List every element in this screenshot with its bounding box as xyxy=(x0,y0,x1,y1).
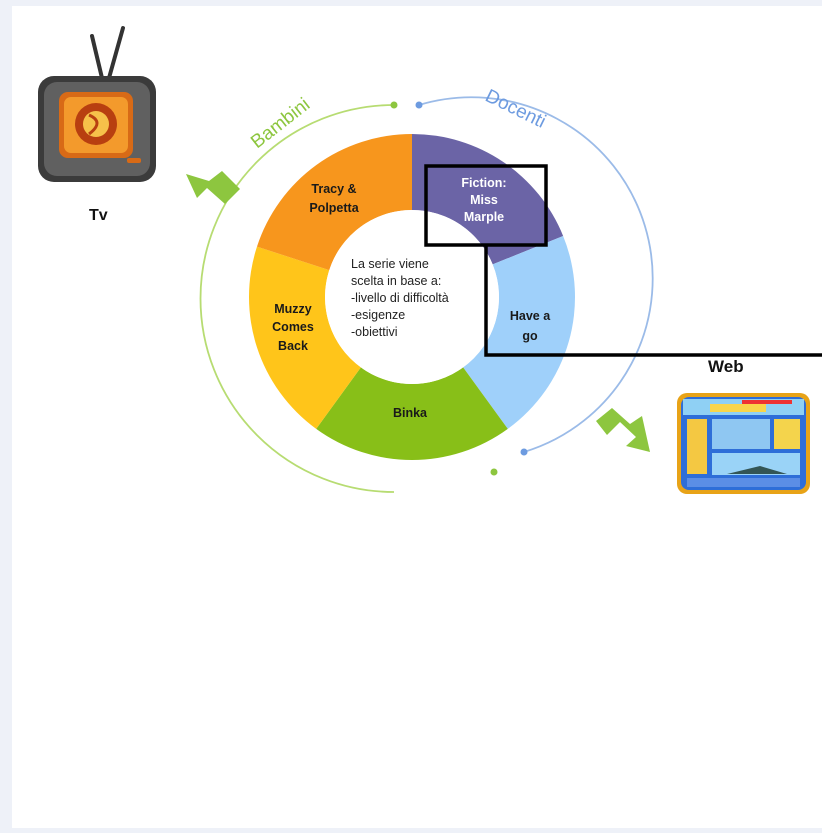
bambini-arc xyxy=(199,104,395,493)
bambini-arc-dot-top xyxy=(390,101,398,109)
web-thumbnail-icon xyxy=(677,393,810,494)
segment-label-tracy-1: Tracy & xyxy=(311,182,356,196)
segment-muzzy xyxy=(248,246,361,429)
center-line-2: scelta in base a: xyxy=(351,274,441,288)
segment-label-muzzy-2: Comes xyxy=(272,320,314,334)
docenti-label: Docenti xyxy=(482,86,549,133)
center-line-4: -esigenze xyxy=(351,308,405,322)
web-label: Web xyxy=(708,357,744,376)
segment-label-fiction-3: Marple xyxy=(464,210,504,224)
segment-label-have-a-go-1: Have a xyxy=(510,309,551,323)
segments-ring xyxy=(248,134,575,460)
arrow-to-web xyxy=(596,408,650,452)
highlight-line xyxy=(484,245,822,357)
diagram-canvas: Bambini Docenti La serie viene scelta in… xyxy=(38,26,822,494)
center-line-1: La serie viene xyxy=(351,257,429,271)
segment-tracy xyxy=(256,134,412,271)
bambini-arc-dot-bottom xyxy=(490,468,498,476)
docenti-arc-dot-bottom xyxy=(520,448,528,456)
segment-have-a-go xyxy=(463,235,575,429)
segment-label-binka: Binka xyxy=(393,406,428,420)
docenti-arc-dot-top xyxy=(415,101,423,109)
tv-label: Tv xyxy=(89,207,108,224)
segment-label-fiction-2: Miss xyxy=(470,193,498,207)
center-line-5: -obiettivi xyxy=(351,325,398,339)
center-circle xyxy=(325,210,499,384)
bambini-label: Bambini xyxy=(247,94,314,153)
center-text: La serie viene scelta in base a: -livell… xyxy=(351,257,449,339)
segment-label-muzzy-3: Back xyxy=(278,339,308,353)
segment-label-have-a-go-2: go xyxy=(522,329,538,343)
center-line-3: -livello di difficoltà xyxy=(351,291,449,305)
docenti-arc xyxy=(418,96,654,453)
slide: Bambini Docenti La serie viene scelta in… xyxy=(12,6,822,828)
tv-icon xyxy=(38,26,156,182)
segment-label-fiction-1: Fiction: xyxy=(461,176,506,190)
segment-label-tracy-2: Polpetta xyxy=(309,201,359,215)
arrow-to-tv xyxy=(186,171,240,204)
segment-binka xyxy=(316,367,508,460)
segment-label-muzzy-1: Muzzy xyxy=(274,302,312,316)
